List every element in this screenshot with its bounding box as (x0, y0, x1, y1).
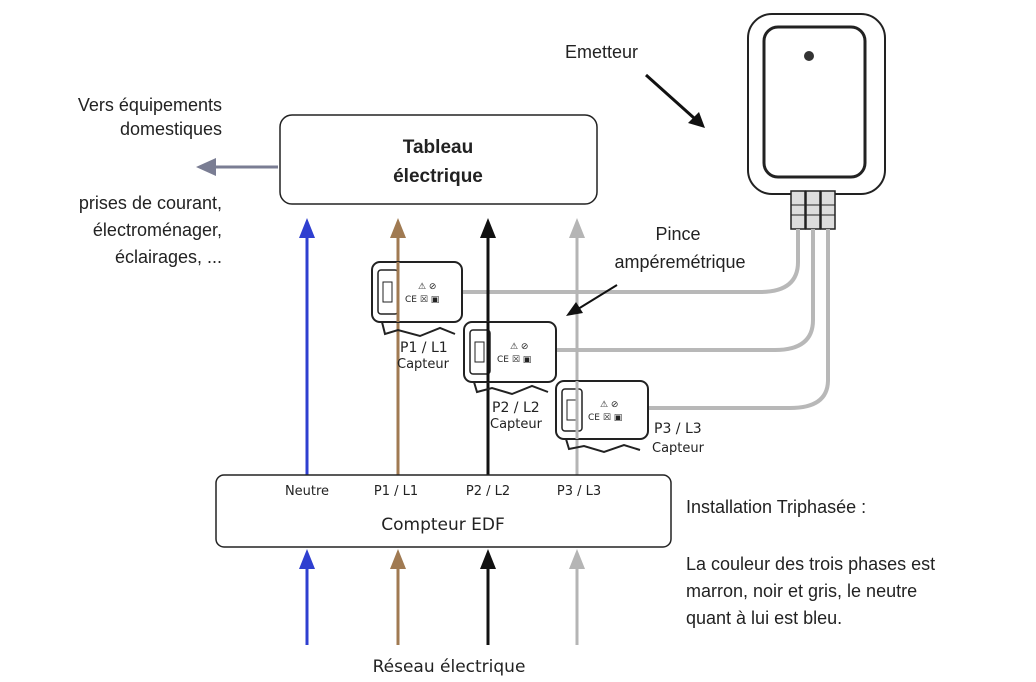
p3-arrow-up (569, 218, 585, 238)
sensor-cables (458, 229, 830, 410)
pince-arrow (566, 284, 618, 316)
sensor-p1-label: P1 / L1 (400, 340, 448, 356)
sensor-p2-capteur: Capteur (490, 417, 543, 432)
reseau-label: Réseau électrique (373, 657, 526, 677)
emetteur-label: Emetteur (565, 42, 638, 62)
clamp-sensor-p1: ⚠ ⊘ CE ☒ ▣ (371, 261, 463, 338)
wires-lower (299, 549, 585, 645)
svg-text:CE ☒ ▣: CE ☒ ▣ (497, 355, 531, 365)
svg-text:⚠ ⊘: ⚠ ⊘ (600, 400, 618, 410)
install-desc-line3: quant à lui est bleu. (686, 608, 842, 628)
compteur-neutre-label: Neutre (285, 484, 329, 499)
sensor-p1-capteur: Capteur (397, 357, 450, 372)
vers-equipements-line1: Vers équipements (78, 95, 222, 115)
svg-text:CE ☒ ▣: CE ☒ ▣ (588, 413, 622, 423)
install-desc-line1: La couleur des trois phases est (686, 554, 935, 574)
sensor-p3-capteur: Capteur (652, 441, 705, 456)
emetteur-arrow (644, 73, 705, 128)
pince-label-line1: Pince (655, 224, 700, 244)
compteur-p1-label: P1 / L1 (374, 484, 418, 499)
install-desc-line2: marron, noir et gris, le neutre (686, 581, 917, 601)
svg-text:CE ☒ ▣: CE ☒ ▣ (405, 295, 439, 305)
prises-line2: électroménager, (93, 220, 222, 240)
compteur-title: Compteur EDF (381, 515, 505, 535)
p2-arrow-up (480, 218, 496, 238)
compteur-p3-label: P3 / L3 (557, 484, 601, 499)
prises-line1: prises de courant, (79, 193, 222, 213)
vers-equipements-arrow (196, 158, 278, 176)
tableau-electrique-box (279, 114, 598, 205)
sensor-p3-label: P3 / L3 (654, 421, 702, 437)
pince-label-line2: ampéremétrique (614, 252, 745, 272)
tableau-title-line2: électrique (393, 166, 483, 187)
tableau-title-line1: Tableau (403, 137, 473, 158)
sensor-p2-label: P2 / L2 (492, 400, 540, 416)
compteur-edf-box (215, 474, 672, 548)
clamp-sensor-p3: ⚠ ⊘ CE ☒ ▣ (555, 380, 649, 454)
svg-text:⚠ ⊘: ⚠ ⊘ (418, 282, 436, 292)
vers-equipements-line2: domestiques (120, 119, 222, 139)
p1-arrow-up (390, 218, 406, 238)
svg-text:⚠ ⊘: ⚠ ⊘ (510, 342, 528, 352)
transmitter-device (747, 13, 886, 230)
install-title: Installation Triphasée : (686, 497, 866, 517)
transmitter-connectors (790, 190, 836, 230)
compteur-p2-label: P2 / L2 (466, 484, 510, 499)
neutre-arrow-up (299, 218, 315, 238)
clamp-sensor-p2: ⚠ ⊘ CE ☒ ▣ (463, 321, 557, 396)
prises-line3: éclairages, ... (115, 247, 222, 267)
